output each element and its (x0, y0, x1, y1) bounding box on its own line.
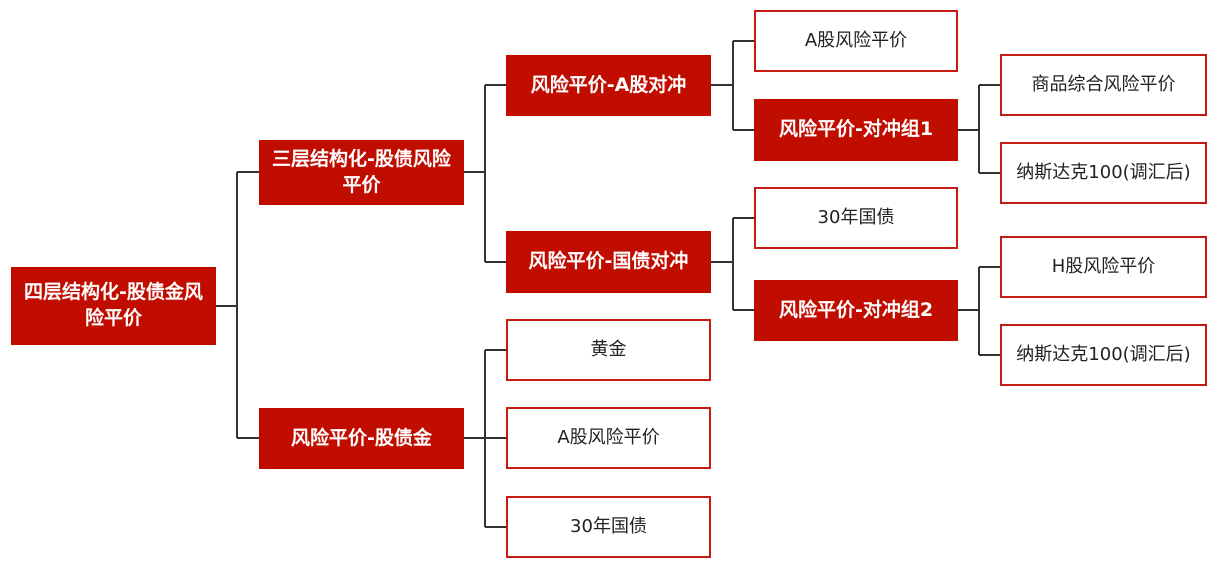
node-h-rp: H股风险平价 (1000, 236, 1207, 298)
node-a-rp-bottom-label: A股风险平价 (557, 426, 660, 448)
node-nasdaq-1-label: 纳斯达克100(调汇后) (1016, 161, 1191, 183)
node-bond-hedge-label: 风险平价-国债对冲 (528, 250, 689, 273)
node-stock-bond-gold: 风险平价-股债金 (259, 408, 464, 469)
node-commodity-rp-label: 商品综合风险平价 (1031, 73, 1176, 95)
node-nasdaq-2: 纳斯达克100(调汇后) (1000, 324, 1207, 386)
node-a-hedge-label: 风险平价-A股对冲 (530, 73, 687, 96)
node-hedge-group2-label: 风险平价-对冲组2 (778, 298, 934, 321)
node-bond30-bottom-label: 30年国债 (570, 515, 647, 537)
node-a-rp-top: A股风险平价 (754, 10, 958, 72)
node-root-label: 四层结构化-股债金风险平价 (24, 281, 203, 329)
node-a-rp-top-label: A股风险平价 (804, 29, 908, 51)
node-tier3: 三层结构化-股债风险平价 (259, 140, 464, 205)
node-a-hedge: 风险平价-A股对冲 (506, 55, 711, 116)
node-hedge-group2: 风险平价-对冲组2 (754, 280, 958, 341)
node-gold: 黄金 (506, 319, 711, 381)
node-bond30-bottom: 30年国债 (506, 496, 711, 558)
node-bond30-mid: 30年国债 (754, 187, 958, 249)
node-root: 四层结构化-股债金风险平价 (11, 267, 216, 345)
node-hedge-group1-label: 风险平价-对冲组1 (778, 118, 934, 141)
node-bond-hedge: 风险平价-国债对冲 (506, 231, 711, 293)
node-stock-bond-gold-label: 风险平价-股债金 (291, 426, 432, 449)
node-nasdaq-1: 纳斯达克100(调汇后) (1000, 142, 1207, 204)
node-a-rp-bottom: A股风险平价 (506, 407, 711, 469)
node-nasdaq-2-label: 纳斯达克100(调汇后) (1016, 343, 1191, 365)
node-bond30-mid-label: 30年国债 (817, 206, 895, 228)
node-h-rp-label: H股风险平价 (1051, 255, 1156, 277)
node-gold-label: 黄金 (590, 338, 627, 360)
node-hedge-group1: 风险平价-对冲组1 (754, 99, 958, 161)
node-tier3-label: 三层结构化-股债风险平价 (272, 147, 451, 196)
node-commodity-rp: 商品综合风险平价 (1000, 54, 1207, 116)
